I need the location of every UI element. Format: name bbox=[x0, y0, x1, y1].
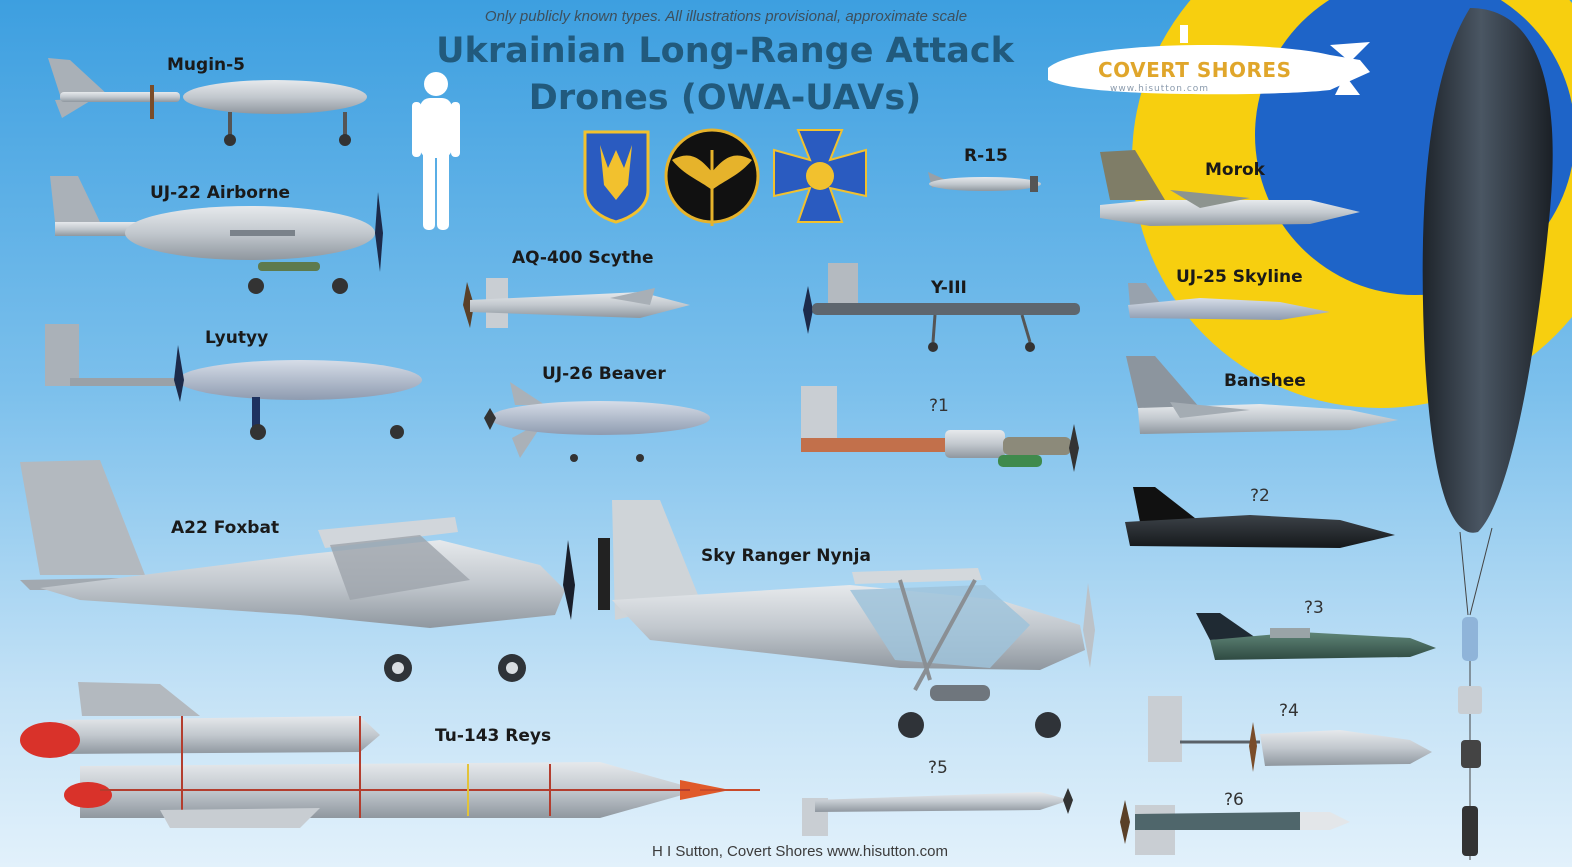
label-r-15: R-15 bbox=[964, 146, 1008, 166]
drone-aq-400-scythe bbox=[463, 278, 690, 328]
label-uj-22-airborne: UJ-22 Airborne bbox=[150, 183, 290, 203]
label-morok: Morok bbox=[1205, 160, 1265, 180]
label-tu-143-reys: Tu-143 Reys bbox=[435, 726, 552, 746]
drone-a22-foxbat bbox=[20, 460, 575, 682]
label-mugin-5: Mugin-5 bbox=[167, 55, 246, 75]
balloon-drone bbox=[1422, 8, 1553, 860]
logo-text: COVERT SHORES bbox=[1098, 58, 1292, 82]
sbu-emblem bbox=[773, 129, 867, 223]
drone-unknown-6 bbox=[1120, 800, 1350, 855]
drone-y-iii bbox=[803, 263, 1080, 352]
drone-lyutyy bbox=[45, 324, 422, 440]
label-unknown-4: ?4 bbox=[1279, 701, 1299, 721]
label-a22-foxbat: A22 Foxbat bbox=[171, 518, 280, 538]
label-banshee: Banshee bbox=[1224, 371, 1306, 391]
drone-unknown-1 bbox=[801, 386, 1079, 472]
subtitle: Only publicly known types. All illustrat… bbox=[484, 8, 968, 25]
page-title: Ukrainian Long-Range Attack Drones (OWA-… bbox=[420, 28, 1030, 122]
drone-banshee bbox=[1126, 356, 1398, 434]
drone-unknown-3 bbox=[1196, 613, 1436, 660]
drone-sky-ranger-nynja bbox=[598, 500, 1095, 738]
drone-uj-22-airborne bbox=[50, 176, 383, 294]
title-line-2: Drones (OWA-UAVs) bbox=[528, 78, 922, 118]
ukraine-trident-emblem bbox=[583, 130, 650, 224]
military-intelligence-emblem bbox=[664, 128, 760, 226]
drone-unknown-4 bbox=[1148, 696, 1432, 772]
drone-tu-143-reys bbox=[20, 682, 760, 828]
label-unknown-2: ?2 bbox=[1250, 486, 1270, 506]
label-unknown-3: ?3 bbox=[1304, 598, 1324, 618]
label-lyutyy: Lyutyy bbox=[205, 328, 269, 348]
label-uj-26-beaver: UJ-26 Beaver bbox=[542, 364, 666, 384]
label-unknown-6: ?6 bbox=[1224, 790, 1244, 810]
title-line-1: Ukrainian Long-Range Attack bbox=[436, 31, 1014, 71]
label-aq-400-scythe: AQ-400 Scythe bbox=[512, 248, 654, 268]
drone-unknown-5 bbox=[802, 788, 1073, 836]
label-unknown-5: ?5 bbox=[928, 758, 948, 778]
drone-mugin-5 bbox=[48, 58, 367, 146]
label-y-iii: Y-III bbox=[931, 278, 967, 298]
drone-unknown-2 bbox=[1125, 487, 1395, 548]
label-unknown-1: ?1 bbox=[929, 396, 949, 416]
human-scale-silhouette bbox=[412, 72, 460, 230]
drone-morok bbox=[1100, 150, 1360, 226]
footer-credit: H I Sutton, Covert Shores www.hisutton.c… bbox=[652, 843, 948, 860]
drone-r-15 bbox=[928, 172, 1041, 192]
drone-uj-25-skyline bbox=[1128, 283, 1330, 320]
label-uj-25-skyline: UJ-25 Skyline bbox=[1176, 267, 1303, 287]
logo-url: www.hisutton.com bbox=[1110, 84, 1210, 94]
covert-shores-logo bbox=[1048, 25, 1370, 95]
label-sky-ranger-nynja: Sky Ranger Nynja bbox=[701, 546, 871, 566]
drone-uj-26-beaver bbox=[484, 382, 710, 462]
